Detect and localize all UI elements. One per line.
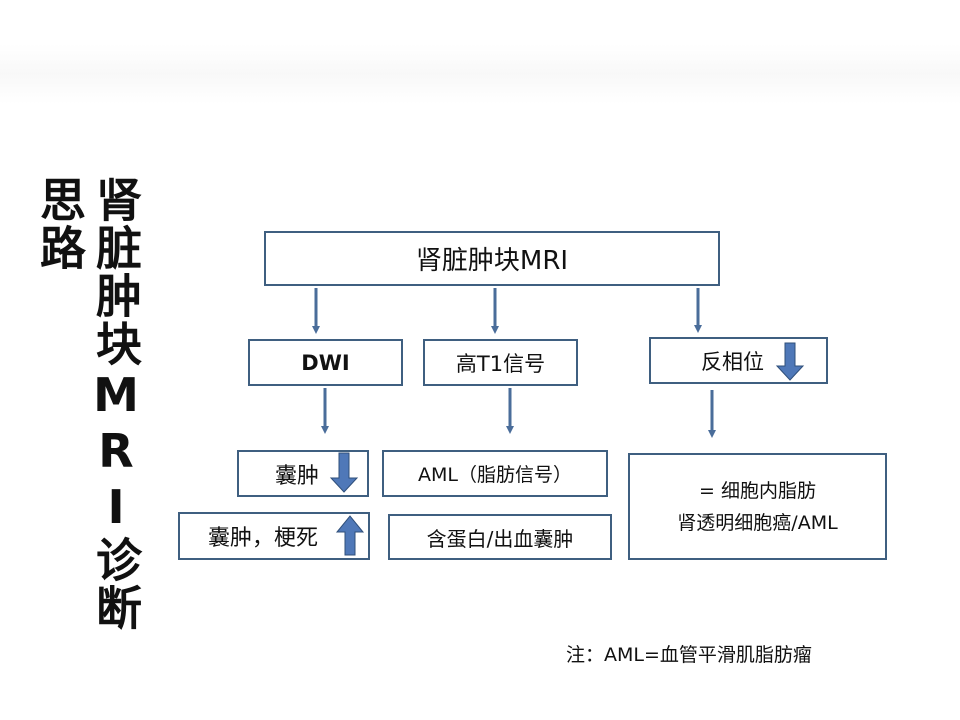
- dwi-box: DWI: [248, 339, 403, 386]
- aml-label: AML（脂肪信号）: [418, 464, 572, 486]
- t1-box: 高T1信号: [423, 339, 578, 386]
- dwi-label: DWI: [301, 350, 350, 375]
- intracellular-fat-line1: = 细胞内脂肪: [699, 479, 816, 502]
- intracellular-fat-box: = 细胞内脂肪 肾透明细胞癌/AML: [628, 453, 887, 560]
- intracellular-fat-line2: 肾透明细胞癌/AML: [677, 511, 838, 534]
- footnote: 注：AML=血管平滑肌脂肪瘤: [566, 644, 812, 666]
- root-label: 肾脏肿块MRI: [415, 246, 569, 276]
- hemorrhagic-cyst-box: 含蛋白/出血囊肿: [388, 514, 612, 560]
- cyst-box: 囊肿: [237, 450, 369, 497]
- root-box: 肾脏肿块MRI: [264, 231, 720, 286]
- hemorrhagic-cyst-label: 含蛋白/出血囊肿: [426, 526, 574, 551]
- aml-box: AML（脂肪信号）: [382, 450, 608, 497]
- t1-label: 高T1信号: [455, 351, 546, 376]
- cyst-infarct-box: 囊肿，梗死: [178, 512, 370, 560]
- page-title: 肾脏肿块MRI诊断思路: [33, 176, 143, 632]
- opposed-phase-label: 反相位: [701, 349, 764, 374]
- background-haze: [0, 44, 960, 104]
- cyst-infarct-label: 囊肿，梗死: [208, 526, 319, 551]
- opposed-phase-box: 反相位: [649, 337, 828, 384]
- cyst-label: 囊肿: [275, 463, 320, 489]
